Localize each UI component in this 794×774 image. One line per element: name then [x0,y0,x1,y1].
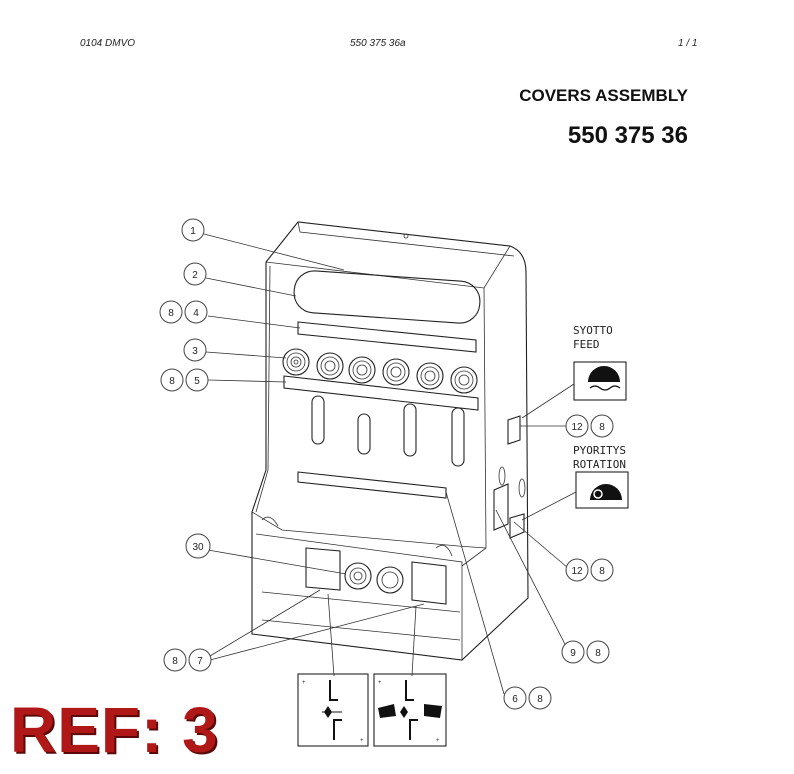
callout-7: 8 7 [163,648,212,672]
svg-text:8: 8 [172,656,178,667]
callout-2: 2 [183,262,207,286]
svg-text:8: 8 [595,648,601,659]
callout-4: 8 4 [159,300,208,324]
svg-text:+: + [302,680,306,686]
callout-30: 30 [185,533,211,559]
svg-text:1: 1 [190,226,196,237]
upper-strip [297,321,477,353]
svg-text:8: 8 [169,376,175,387]
callout-12-feed: 12 8 [565,414,614,438]
knob-row [282,348,478,394]
lever-slots [311,395,465,467]
svg-text:+: + [436,738,440,744]
svg-text:8: 8 [599,422,605,433]
callout-5: 8 5 [160,368,209,392]
feed-label-en: FEED [573,338,600,351]
svg-text:9: 9 [570,648,576,659]
bottom-strip [297,471,447,499]
lower-knob [344,562,372,590]
svg-text:3: 3 [192,346,198,357]
knob [416,362,444,390]
knob [348,356,376,384]
svg-text:12: 12 [571,422,583,433]
svg-text:6: 6 [512,694,518,705]
knob [450,366,478,394]
svg-text:30: 30 [192,542,204,553]
callout-9: 9 8 [561,640,610,664]
knob [316,352,344,380]
svg-text:7: 7 [197,656,203,667]
lever-instruction-plate-left: + + [297,673,369,747]
callout-12-rotation: 12 8 [565,558,614,582]
svg-text:+: + [378,680,382,686]
svg-text:2: 2 [192,270,198,281]
header-doc-code: 0104 DMVO [80,38,136,49]
header-page-number: 1 / 1 [678,38,698,49]
rotation-decal: PYORITYS ROTATION [573,444,629,509]
knob [382,358,410,386]
feed-gauge-icon [588,366,620,382]
lever-instruction-plate-right: + + [373,673,447,747]
svg-text:8: 8 [599,566,605,577]
svg-text:5: 5 [194,376,200,387]
svg-text:12: 12 [571,566,583,577]
callout-3: 3 [183,338,207,362]
rotation-gauge-icon [590,484,622,500]
lower-knob [376,566,404,594]
page-title: COVERS ASSEMBLY [519,86,688,105]
feed-label-fi: SYOTTO [573,324,613,337]
rotation-label-en: ROTATION [573,458,626,471]
upper-window-cover [293,270,481,324]
svg-text:8: 8 [537,694,543,705]
callout-6: 6 8 [503,686,552,710]
lower-panel [261,516,453,605]
callout-1: 1 [181,218,205,242]
header-drawing-number: 550 375 36a [350,38,406,49]
cabinet-body [251,221,529,661]
reference-label: REF: 3 [10,694,219,766]
part-number: 550 375 36 [567,122,688,149]
side-panel-details [493,415,526,539]
leader-lines [203,233,577,695]
svg-text:+: + [360,738,364,744]
svg-text:4: 4 [193,308,199,319]
knob [282,348,310,376]
rotation-label-fi: PYORITYS [573,444,626,457]
lower-strip [283,375,479,411]
svg-text:8: 8 [168,308,174,319]
feed-decal: SYOTTO FEED [573,324,627,401]
